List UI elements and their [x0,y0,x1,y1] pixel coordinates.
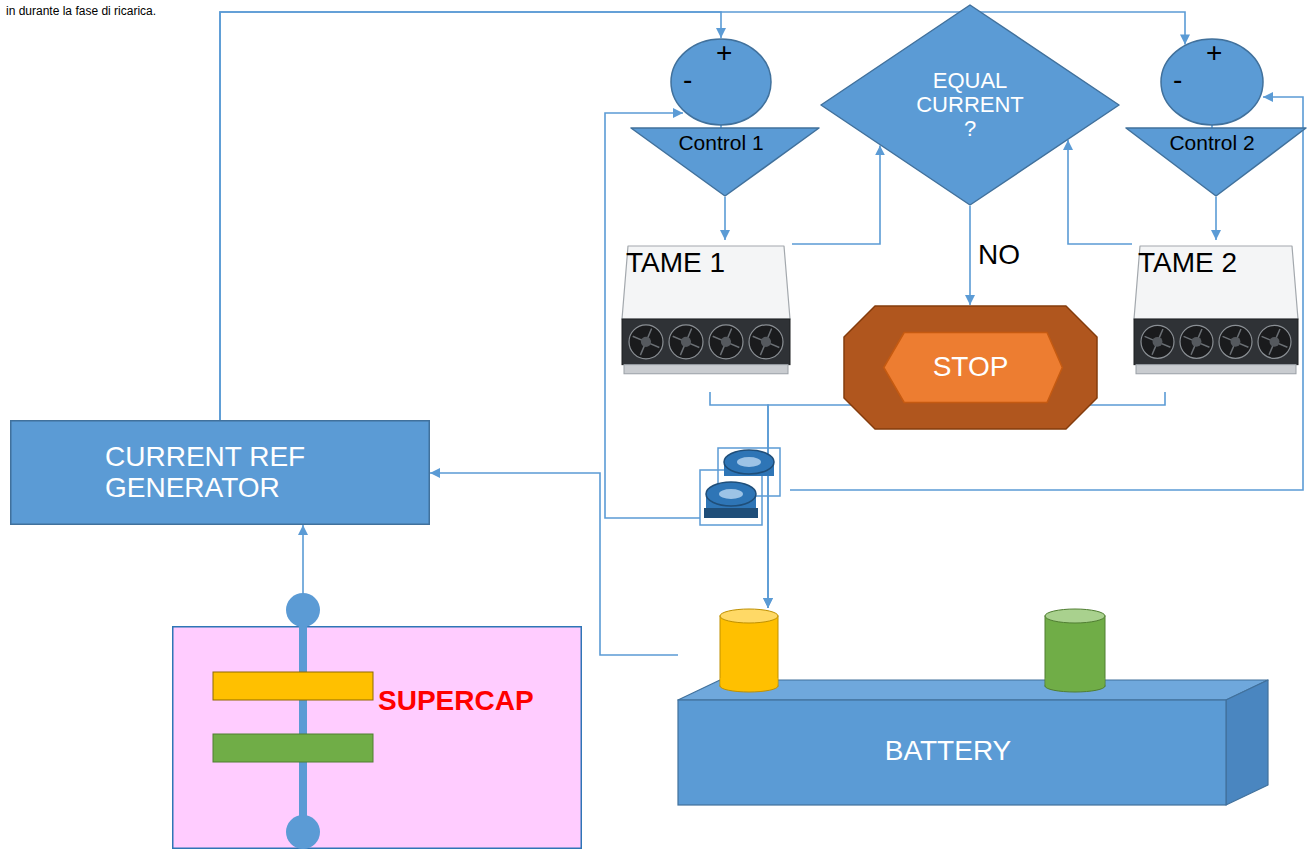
supercap-box [173,627,582,849]
battery-terminal [1045,616,1105,686]
node-text: Control 1 [630,131,812,154]
battery-side-face [1226,680,1268,805]
decision-diamond: EQUAL CURRENT ? [820,4,1120,206]
node-text: EQUAL CURRENT ? [913,69,1027,142]
fan-hub [681,337,691,347]
battery-front-face [678,700,1226,805]
sensor-frame [700,470,762,525]
outline-group [1161,39,1263,125]
fan-hub [761,337,771,347]
current-sensor-ring [724,450,774,474]
process-box-shape [11,421,430,525]
outline-group [622,246,790,374]
outline-group [671,39,771,125]
power-converter: TAME 2 [1132,240,1300,392]
connector [724,197,726,240]
connector [1215,197,1217,240]
cooling-fan [1258,325,1291,358]
node-outline [678,608,1270,808]
connector [792,145,880,244]
stop-block: STOP [843,305,1098,430]
controller-triangle: Control 1 [630,127,820,197]
summing-junction: +- [1160,38,1264,126]
summing-junction-shape [1161,39,1263,125]
outline-group [11,421,430,525]
summing-junction-shape [671,39,771,125]
decision-diamond-shape [821,5,1119,205]
battery-terminal-fill [721,678,778,686]
power-converter: TAME 1 [620,240,792,392]
connector [1068,140,1132,244]
edge-label: NO [976,240,1022,271]
node-text: - [683,65,692,96]
current-sensor-ring [706,482,756,506]
edge-label-holder: NO [976,240,1022,271]
fan-hub [1192,337,1202,347]
node-text: BATTERY [678,736,1218,767]
outline-group [821,5,1119,205]
converter-front [1134,319,1298,365]
node-text: TAME 1 [626,248,725,279]
supercap-terminal [286,593,320,627]
node-text: STOP [933,352,1009,383]
fan-hub [1270,337,1280,347]
stop-inner-hexagon [884,333,1063,403]
outline-group [1126,128,1306,196]
note-text: in durante la fase di ricarica. [4,5,158,18]
controller-triangle: Control 2 [1125,127,1307,197]
cooling-fan [709,325,743,359]
fan-hub [1153,337,1163,347]
outline-group [678,609,1268,805]
battery: BATTERY [678,608,1270,808]
node-text: SUPERCAP [378,686,534,717]
cooling-fan [669,325,703,359]
battery-terminal-fill [1046,678,1105,686]
converter-base [624,365,788,374]
supercap-terminal-lead [299,610,307,832]
converter-front [622,319,790,365]
converter-top-plate [622,246,790,319]
cooling-fan [749,325,783,359]
node-text: + [1206,38,1222,69]
battery-terminal-top [720,609,778,623]
note-holder: in durante la fase di ricarica. [4,1,158,19]
node-text: CURRENT REF GENERATOR [105,442,335,504]
converter-base [1136,365,1296,374]
outline-group [173,593,582,849]
outline-group [844,306,1097,429]
cooling-fan [1219,325,1252,358]
summing-junction: +- [670,38,772,126]
connector [969,206,971,305]
capacitor-plate [213,734,373,762]
fan-hub [1231,337,1241,347]
capacitor-plate [213,672,373,700]
process-box: CURRENT REF GENERATOR [10,420,430,525]
controller-triangle-shape [1126,128,1306,196]
connector [220,12,721,420]
cooling-fan [1141,325,1174,358]
supercapacitor: SUPERCAP [172,626,582,849]
cooling-fan [629,325,663,359]
current-sensor-base [704,508,758,518]
supercap-terminal [286,815,320,849]
stop-octagon [844,306,1097,429]
cooling-fan [1180,325,1213,358]
current-sensor-hole [719,489,743,499]
outline-group [1134,246,1298,374]
battery-terminal-top [1045,609,1105,623]
node-text: TAME 2 [1138,248,1237,279]
current-sensor-hole [737,457,761,467]
node-text: Control 2 [1125,131,1299,154]
outline-group [631,128,819,196]
controller-triangle-shape [631,128,819,196]
fan-hub [641,337,651,347]
node-text: + [716,38,732,69]
node-text: - [1173,65,1182,96]
node-outline [172,626,582,849]
battery-terminal [720,616,778,686]
converter-top-plate [1134,246,1298,319]
fan-hub [721,337,731,347]
